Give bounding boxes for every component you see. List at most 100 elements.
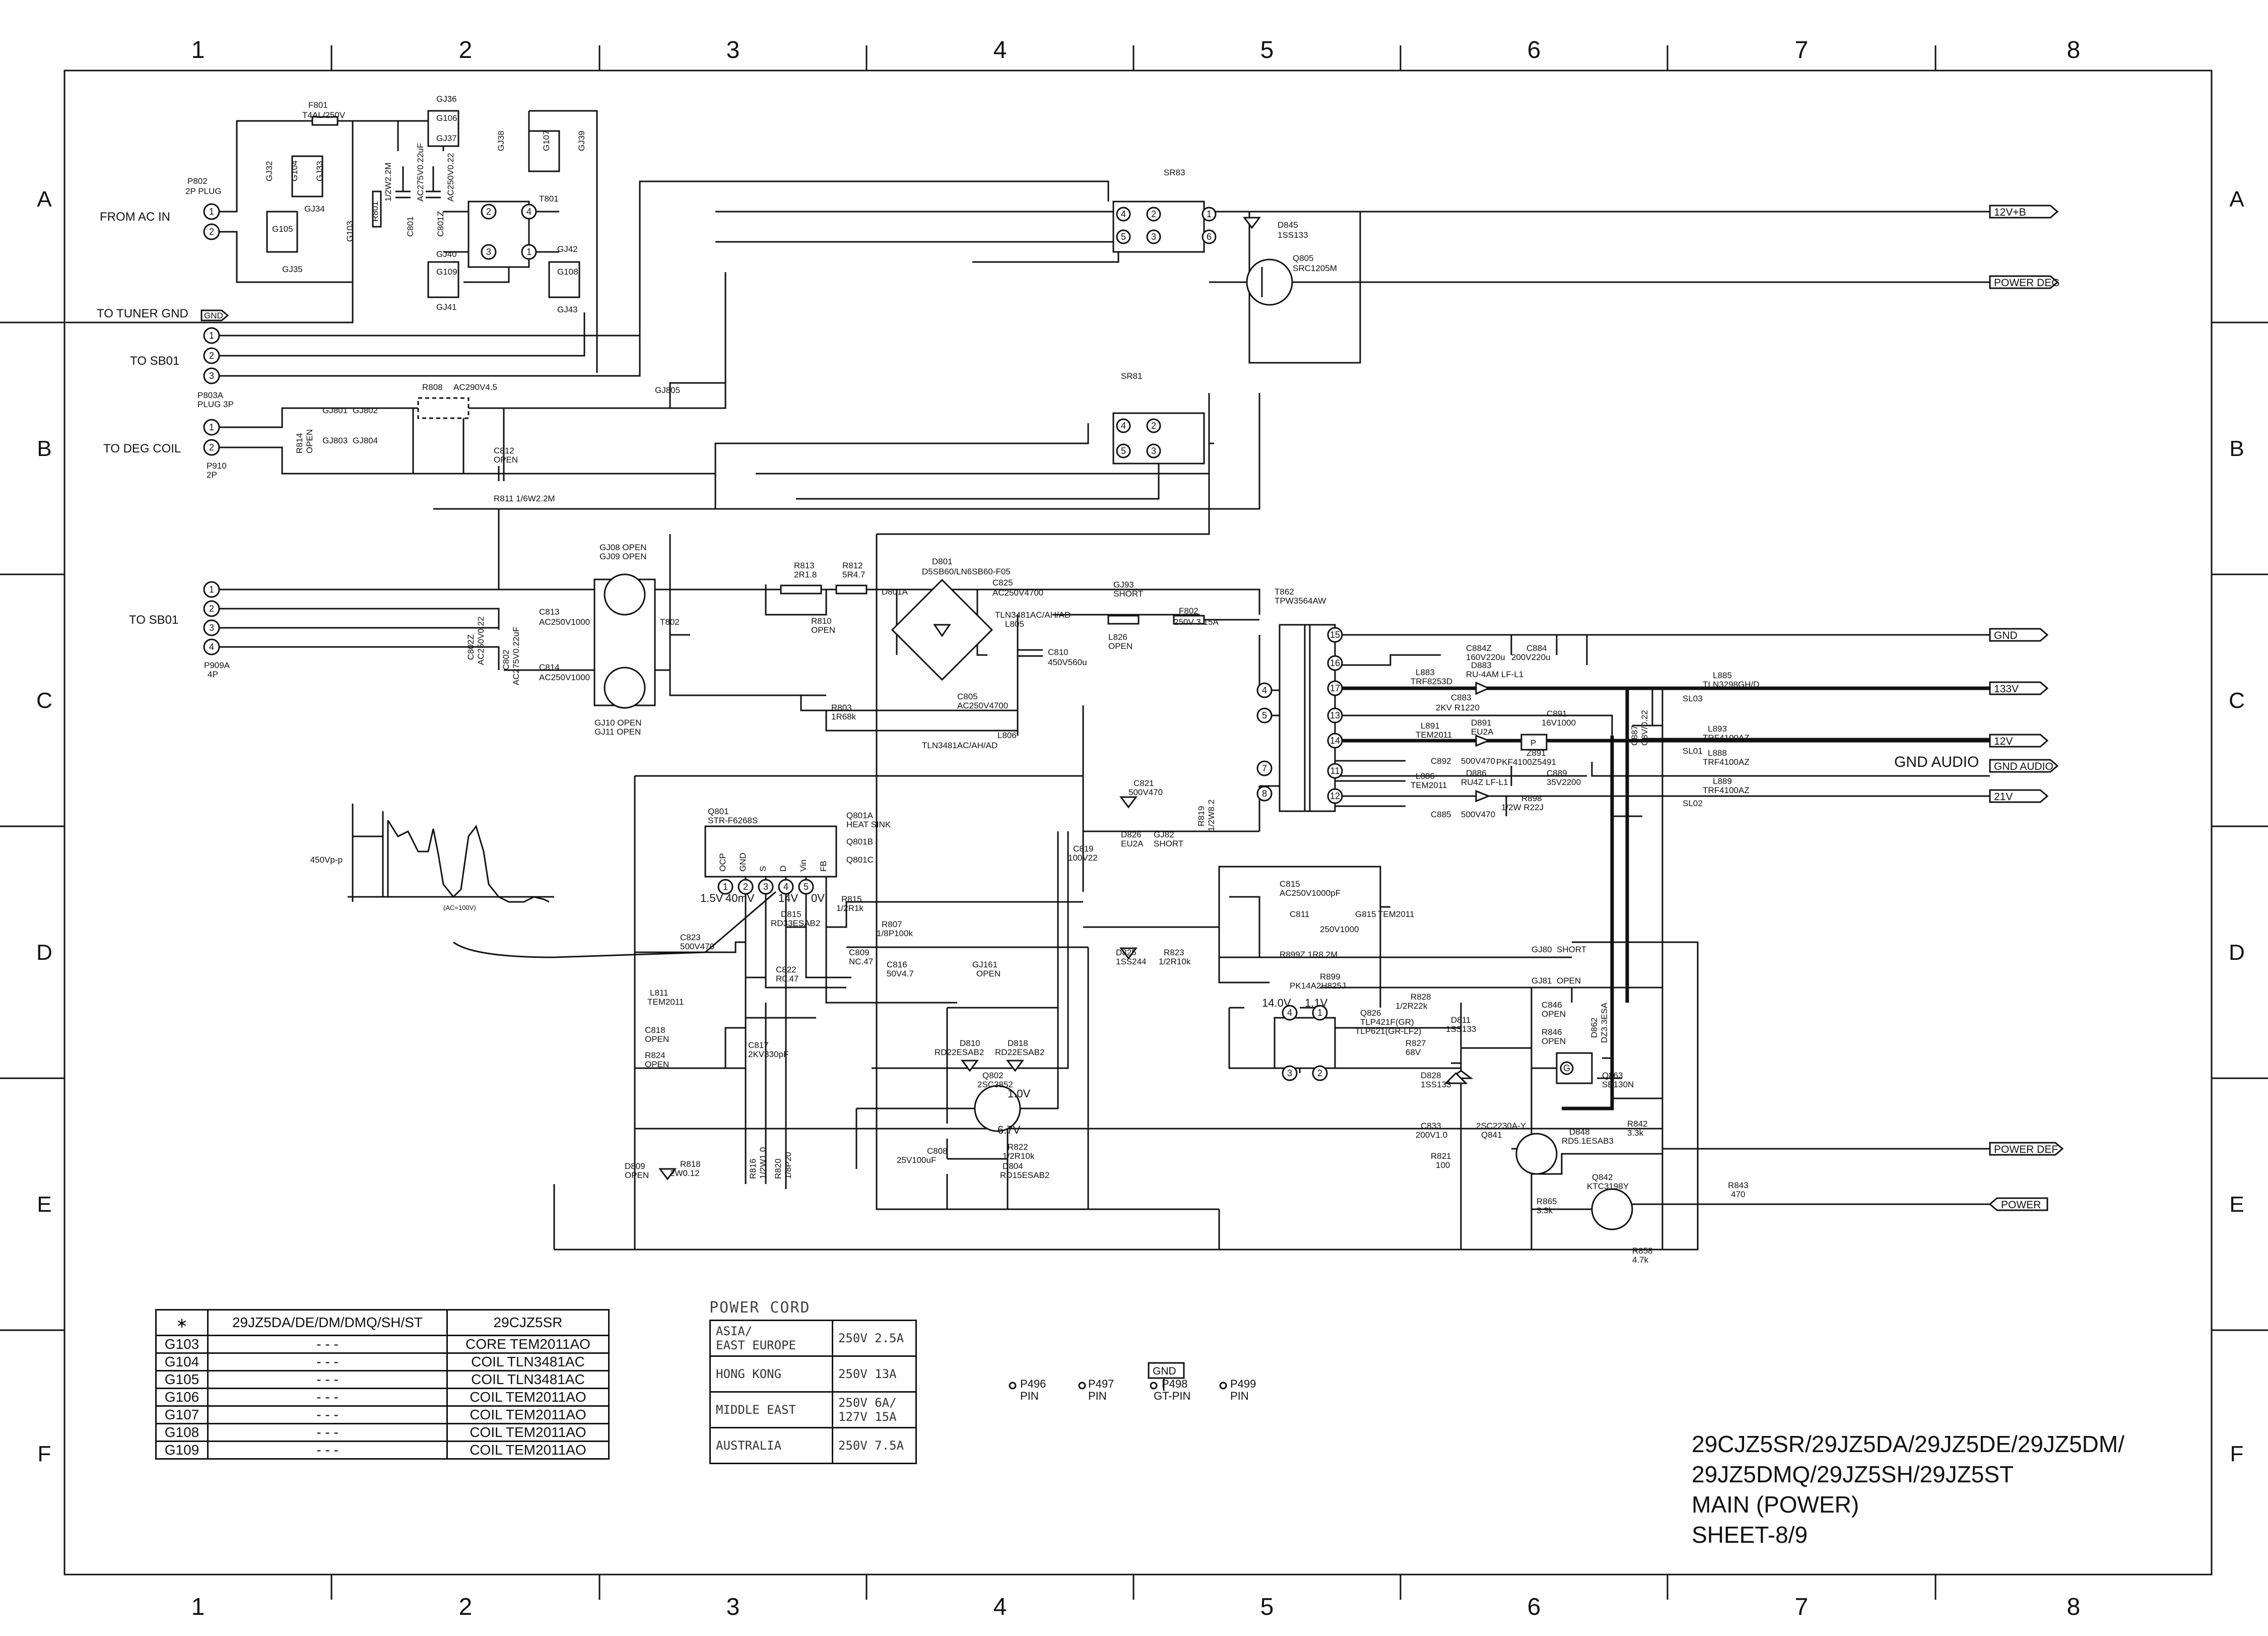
svg-text:R846: R846 [1542,1027,1562,1037]
svg-text:500V470: 500V470 [1461,756,1495,766]
svg-text:D5SB60/LN6SB60-F05: D5SB60/LN6SB60-F05 [922,567,1011,576]
parts-ref-cell: G107 [155,1405,209,1424]
svg-text:L888: L888 [1708,748,1727,758]
svg-text:C810: C810 [1048,647,1069,657]
svg-text:PIN: PIN [1088,1390,1107,1402]
svg-text:2R1.8: 2R1.8 [794,570,817,579]
svg-text:GND AUDIO: GND AUDIO [1994,761,2053,772]
svg-text:GJ81: GJ81 [1531,976,1552,986]
svg-text:PK14A2H825J: PK14A2H825J [1290,981,1346,991]
grid-col-8: 8 [2067,37,2081,63]
svg-text:G108: G108 [557,267,578,277]
svg-text:AC290V4.5: AC290V4.5 [453,382,497,392]
svg-text:Q841: Q841 [1481,1130,1502,1140]
svg-text:D886: D886 [1466,768,1487,778]
parts-variant-b-cell: CORE TEM2011AO [446,1335,610,1354]
svg-text:L883: L883 [1416,668,1435,677]
svg-text:3: 3 [1151,232,1156,242]
svg-text:R819: R819 [1196,806,1206,826]
svg-text:R0.47: R0.47 [776,974,798,984]
svg-text:T862: T862 [1275,587,1294,597]
svg-text:HEAT SINK: HEAT SINK [846,820,891,829]
svg-text:TRF4100AZ: TRF4100AZ [1703,786,1750,795]
svg-text:R828: R828 [1411,992,1431,1002]
svg-text:2: 2 [209,604,214,614]
svg-text:100: 100 [1436,1160,1450,1170]
svg-text:AC275V0.22uF: AC275V0.22uF [511,627,521,685]
wiring [65,110,1995,1251]
svg-text:16V1000: 16V1000 [1542,718,1576,728]
svg-text:C802: C802 [501,649,511,670]
svg-text:100V22: 100V22 [1068,853,1098,863]
12v-output: 12V [1989,734,2049,748]
svg-text:1: 1 [209,331,214,341]
parts-col-variant-a: 29JZ5DA/DE/DM/DMQ/SH/ST [207,1309,448,1336]
svg-text:OPEN: OPEN [1108,641,1132,651]
svg-text:GJ38: GJ38 [496,130,506,151]
grid-col-1-bottom: 1 [191,1594,205,1620]
svg-text:Z891: Z891 [1526,748,1546,758]
grid-col-5-bottom: 5 [1260,1594,1274,1620]
parts-ref-cell: G106 [155,1388,209,1407]
svg-text:C885: C885 [1431,810,1451,819]
pin-p496 [1009,1382,1017,1390]
svg-text:250V1000: 250V1000 [1320,925,1359,934]
parts-variant-b-cell: COIL TEM2011AO [446,1388,610,1407]
svg-text:STR-F6268S: STR-F6268S [708,816,758,825]
svg-text:R899: R899 [1320,972,1341,981]
svg-text:OCP: OCP [718,853,727,872]
svg-text:C822: C822 [776,965,796,974]
parts-table-row: G109- - -COIL TEM2011AO [155,1441,610,1460]
svg-text:GJ10 OPEN: GJ10 OPEN [594,718,642,728]
svg-text:17: 17 [1330,683,1340,693]
parts-variant-b-cell: COIL TEM2011AO [446,1423,610,1442]
svg-text:1/2W1.0: 1/2W1.0 [758,1147,768,1179]
input-connectors: FROM AC IN P802 2P PLUG 1 2 TO TUNER GND… [97,176,234,679]
svg-text:1: 1 [1317,1008,1322,1018]
svg-text:GJ37: GJ37 [436,134,457,143]
svg-text:1/8P100k: 1/8P100k [877,929,913,938]
gnd-audio-output: GND AUDIO [1989,759,2059,773]
svg-text:200V220u: 200V220u [1511,652,1551,662]
svg-text:SL01: SL01 [1683,746,1703,756]
optocoupler-q826 [1274,1017,1336,1069]
svg-text:D862: D862 [1589,1017,1599,1038]
svg-text:250V 3.15A: 250V 3.15A [1174,617,1219,627]
svg-text:TRF4100AZ: TRF4100AZ [1703,733,1750,743]
svg-text:C801Z: C801Z [436,211,445,237]
svg-text:1/2W R22J: 1/2W R22J [1501,803,1544,812]
svg-text:2SC3852: 2SC3852 [977,1080,1013,1089]
svg-text:Vin: Vin [798,860,808,872]
coil-g107 [528,130,560,172]
svg-text:D891: D891 [1471,718,1492,728]
svg-text:RD22ESAB2: RD22ESAB2 [995,1048,1044,1057]
svg-text:C846: C846 [1542,1000,1562,1010]
svg-text:5: 5 [1262,710,1267,721]
svg-text:1SS133: 1SS133 [1278,230,1308,240]
svg-text:GND: GND [1994,630,2018,641]
grid-row-a-right: A [2229,187,2244,212]
parts-ref-cell: G104 [155,1352,209,1371]
grid-row-a: A [37,187,52,212]
svg-text:EU2A: EU2A [1121,839,1144,848]
svg-text:GT-PIN: GT-PIN [1154,1390,1190,1402]
svg-text:R827: R827 [1406,1038,1426,1048]
parts-table: ∗ 29JZ5DA/DE/DM/DMQ/SH/ST 29CJZ5SR G103-… [155,1309,610,1460]
svg-text:Q802: Q802 [982,1071,1004,1080]
parts-table-row: G103- - -CORE TEM2011AO [155,1335,610,1354]
svg-text:C801: C801 [406,216,415,237]
svg-text:TEM2011: TEM2011 [1411,780,1447,790]
svg-text:C889: C889 [1547,768,1567,778]
grid-row-b-right: B [2229,436,2244,461]
svg-text:500V470: 500V470 [1461,810,1495,819]
svg-text:2: 2 [209,442,214,452]
svg-text:1: 1 [209,584,214,595]
grid-col-3: 3 [726,37,740,63]
svg-text:T4AL/250V: T4AL/250V [302,110,346,120]
parts-variant-a-cell: - - - [207,1335,448,1354]
parts-table-header: ∗ 29JZ5DA/DE/DM/DMQ/SH/ST 29CJZ5SR [155,1309,610,1336]
grid-row-e-right: E [2229,1192,2244,1217]
svg-text:C812: C812 [494,446,514,455]
